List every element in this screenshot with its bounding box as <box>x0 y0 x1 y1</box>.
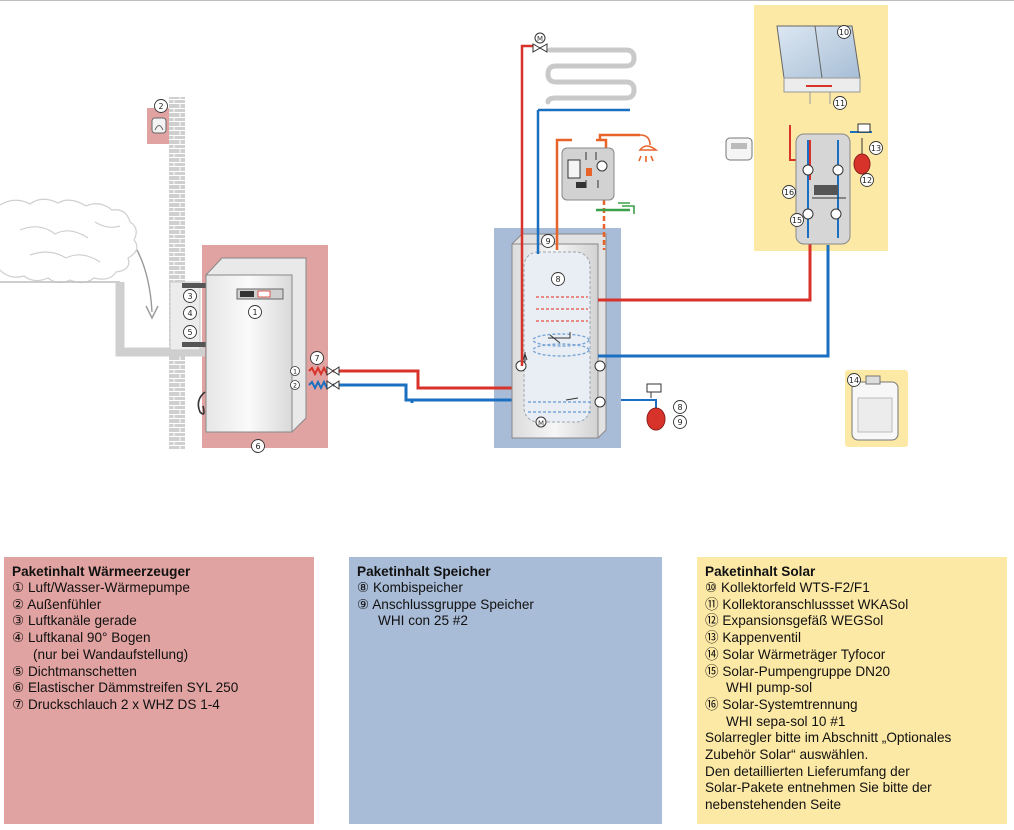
callout-marker-label: 15 <box>792 216 802 225</box>
callout-marker-circle <box>673 415 687 429</box>
callout-marker-circle <box>833 96 847 110</box>
storage-connection-group <box>561 147 615 201</box>
list-item: ⑨ Anschlussgruppe Speicher <box>357 596 534 612</box>
callout-marker-label: 5 <box>187 328 192 337</box>
callout-marker-label: 8 <box>677 403 682 412</box>
list-item: ⑬ Kappenventil <box>705 630 801 646</box>
callout-marker-circle <box>154 99 168 113</box>
callout-marker-circle <box>673 400 687 414</box>
callout-marker-circle <box>183 325 197 339</box>
storage-expansion-vessel <box>621 383 666 431</box>
callout-marker-label: 9 <box>677 418 682 427</box>
callout-marker-label: 8 <box>555 275 560 284</box>
list-item: ⑩ Kollektorfeld WTS-F2/F1 <box>705 580 870 595</box>
callout-marker-circle <box>183 306 197 320</box>
list-item: ⑦ Druckschlauch 2 x WHZ DS 1-4 <box>12 696 220 712</box>
list-item: ⑭ Solar Wärmeträger Tyfocor <box>705 646 886 662</box>
list-item-continuation: WHI sepa-sol 10 #1 <box>726 713 846 729</box>
package-heat-generator-panel: Paketinhalt Wärmeerzeuger ① Luft/Wasser-… <box>4 557 314 824</box>
callout-marker-circle <box>541 234 555 248</box>
callout-marker-label: 6 <box>255 442 260 451</box>
solar-note-line: Solar-Pakete entnehmen Sie bitte der <box>705 780 932 796</box>
solar-pump-group <box>795 123 872 245</box>
callout-marker-label: 14 <box>849 376 859 385</box>
solar-controller-icon <box>725 137 753 161</box>
outdoor-sensor <box>151 117 167 134</box>
callout-marker-label: 13 <box>871 144 881 153</box>
mixing-valve: M <box>532 32 548 53</box>
port-marker-circle <box>290 380 300 390</box>
mixing-valve-label: M <box>537 35 543 43</box>
list-item: ① Luft/Wasser-Wärmepumpe <box>12 580 190 595</box>
list-item: ⑥ Elastischer Dämmstreifen SYL 250 <box>12 680 239 696</box>
callout-marker-label: 16 <box>784 188 794 197</box>
port-marker-label: 2 <box>293 383 297 390</box>
port-marker-label: 1 <box>293 369 297 376</box>
list-item: ⑯ Solar-Systemtrennung <box>705 696 858 712</box>
panel-title-storage: Paketinhalt Speicher <box>357 564 491 579</box>
callout-marker-circle <box>310 351 324 365</box>
callout-marker-circle <box>782 185 796 199</box>
solar-note-line: Solarregler bitte im Abschnitt „Optional… <box>705 730 952 746</box>
tree-icon <box>0 198 138 284</box>
shower-icon <box>638 134 659 162</box>
panel-title-solar: Paketinhalt Solar <box>705 564 816 579</box>
hydraulic-system-diagram: M M <box>0 5 908 453</box>
solar-note-line: Den detaillierten Lieferumfang der <box>705 763 910 779</box>
heating-circuit-pipes <box>333 369 522 403</box>
list-item-continuation: (nur bei Wandaufstellung) <box>33 646 189 662</box>
callout-marker-label: 10 <box>839 28 849 37</box>
storage-item-list: ⑧ Kombispeicher ⑨ Anschlussgruppe Speich… <box>357 580 654 630</box>
callout-marker-circle <box>847 373 861 387</box>
callout-marker-label: 12 <box>862 176 872 185</box>
package-solar-panel: Paketinhalt Solar ⑩ Kollektorfeld WTS-F2… <box>697 557 1007 824</box>
radiator-coils <box>545 47 637 105</box>
callout-marker-circle <box>251 439 265 453</box>
callout-marker-circle <box>551 272 565 286</box>
heat-generator-item-list: ① Luft/Wasser-Wärmepumpe ② Außenfühler ③… <box>12 580 306 714</box>
tank-pump-label: M <box>538 420 544 428</box>
callout-marker-label: 9 <box>545 237 550 246</box>
callout-marker-circle <box>790 213 804 227</box>
package-storage-panel: Paketinhalt Speicher ⑧ Kombispeicher ⑨ A… <box>349 557 662 824</box>
top-divider-line <box>0 0 1014 1</box>
callout-marker-circle <box>860 173 874 187</box>
solar-note-line: Zubehör Solar“ auswählen. <box>705 747 869 763</box>
dhw-pipes <box>520 44 640 366</box>
list-item: ④ Luftkanal 90° Bogen <box>12 630 151 646</box>
callout-marker-label: 1 <box>252 308 257 317</box>
list-item: ⑮ Solar-Pumpengruppe DN20 <box>705 663 891 679</box>
callout-marker-label: 11 <box>835 99 845 108</box>
solar-collector <box>776 25 861 104</box>
list-item-continuation: WHI pump-sol <box>726 680 813 696</box>
house-wall <box>169 97 185 449</box>
callout-marker-circle <box>248 305 262 319</box>
solar-fluid-canister <box>845 370 908 447</box>
list-item: ⑤ Dichtmanschetten <box>12 663 137 679</box>
callout-marker-label: 3 <box>187 292 192 301</box>
solar-note-line: nebenstehenden Seite <box>705 797 842 813</box>
list-item: ⑫ Expansionsgefäß WEGSol <box>705 613 884 629</box>
list-item-continuation: WHI con 25 #2 <box>378 613 468 629</box>
callout-marker-label: 2 <box>158 102 163 111</box>
panel-title-heat-generator: Paketinhalt Wärmeerzeuger <box>12 564 191 579</box>
callout-marker-label: 4 <box>187 309 192 318</box>
callout-marker-circle <box>837 25 851 39</box>
solar-item-list: ⑩ Kollektorfeld WTS-F2/F1 ⑪ Kollektorans… <box>705 580 999 730</box>
combi-storage-tank: M <box>511 233 607 439</box>
tap-icon <box>618 202 635 214</box>
heat-pump-unit <box>197 257 307 433</box>
list-item: ② Außenfühler <box>12 596 102 612</box>
list-item: ③ Luftkanäle gerade <box>12 613 137 629</box>
list-item: ⑧ Kombispeicher <box>357 580 463 595</box>
callout-marker-label: 7 <box>314 354 319 363</box>
port-marker-circle <box>290 366 300 376</box>
list-item: ⑪ Kollektoranschlussset WKASol <box>705 596 909 612</box>
shutoff-valves <box>326 366 340 390</box>
callout-marker-circle <box>183 289 197 303</box>
callout-marker-circle <box>869 141 883 155</box>
